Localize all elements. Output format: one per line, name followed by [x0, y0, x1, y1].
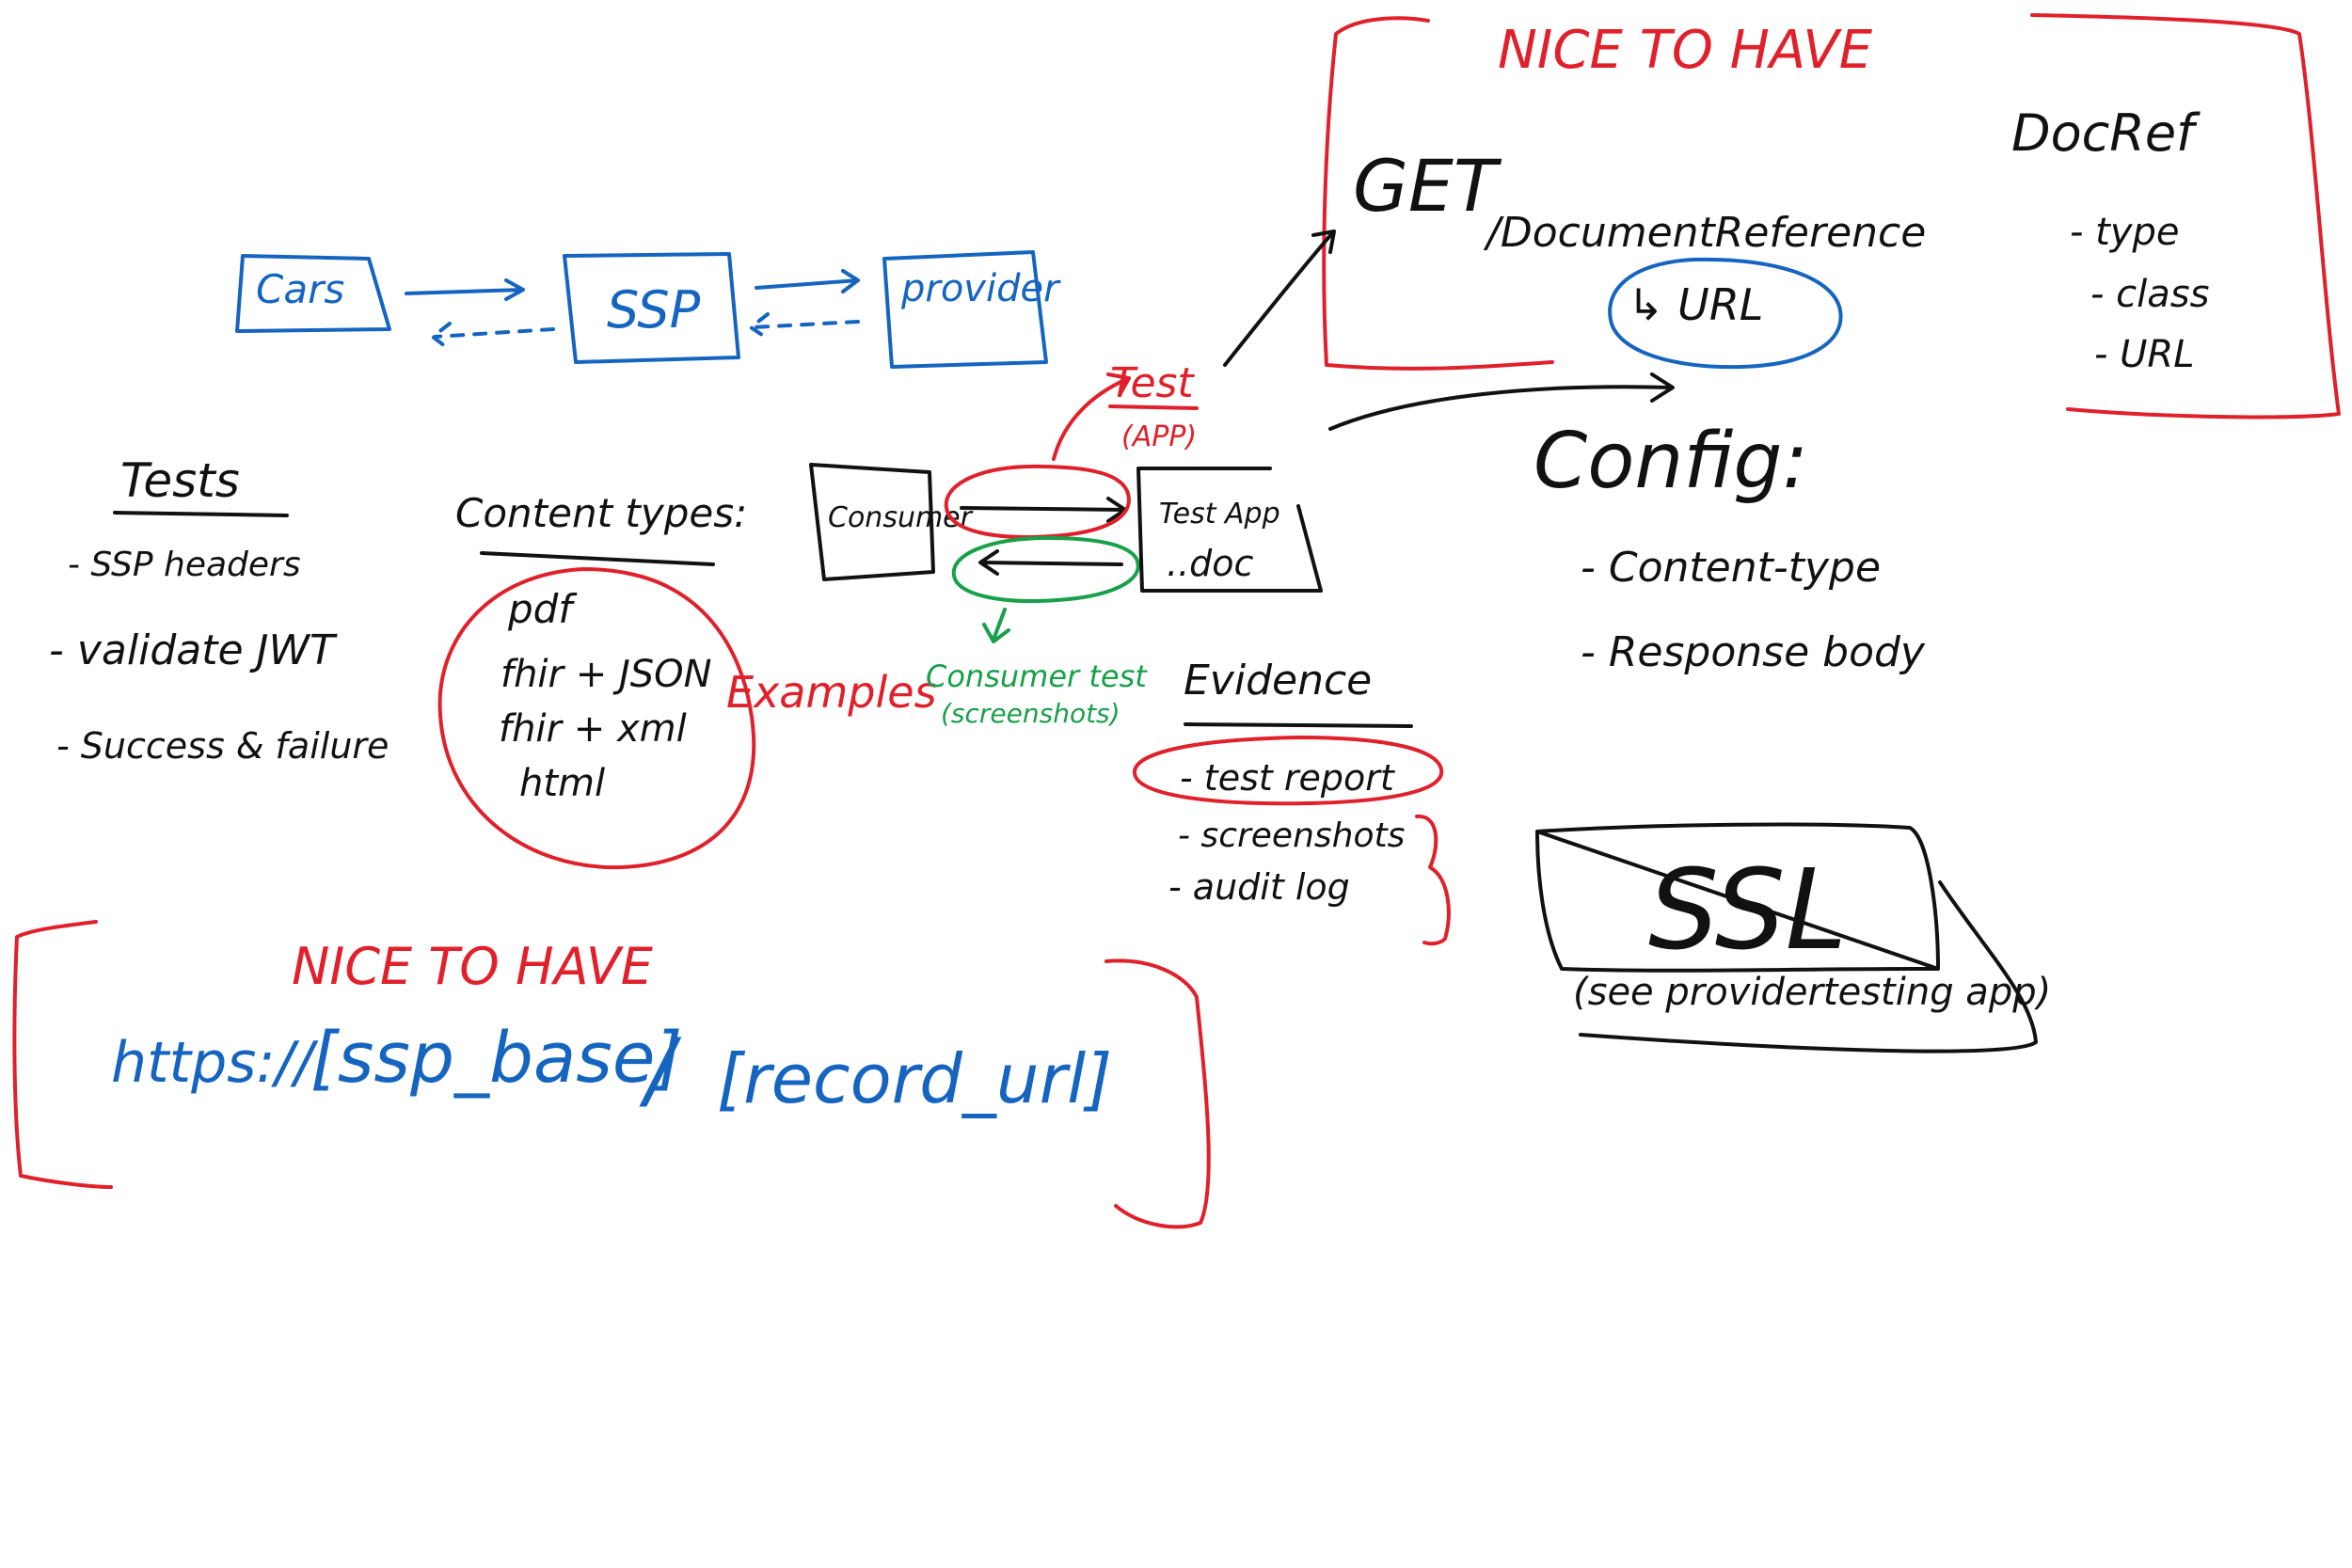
ssp-box — [563, 252, 740, 364]
evidence-section: Evidence - test report - screenshots - a… — [1133, 657, 1451, 946]
docref-heading: DocRef — [2011, 103, 2201, 163]
tests-section: Tests - SSP headers - validate JWT - Suc… — [49, 453, 389, 767]
test-app-to-get-arrow — [1223, 230, 1336, 367]
test-app-to-consumer-arrow — [978, 549, 1123, 576]
provider-box — [882, 250, 1048, 369]
ssl-section: SSL (see providertesting app) — [1535, 822, 2051, 1053]
consumer-test-screenshots: (screenshots) — [941, 698, 1120, 729]
evidence-heading: Evidence — [1184, 657, 1372, 705]
consumer-test-app-diagram: Consumer Test App ..doc Test (APP) Consu… — [809, 359, 1323, 729]
nice-to-have-top-section: NICE TO HAVE GET /DocumentReference ↳ UR… — [1322, 13, 2341, 420]
test-app-box — [1136, 467, 1323, 593]
test-annotation-underline — [1108, 404, 1199, 410]
request-highlight-circle — [944, 464, 1131, 539]
nice-to-have-bottom-title: NICE TO HAVE — [292, 937, 654, 996]
get-path: /DocumentReference — [1483, 209, 1926, 257]
consumer-test-label: Consumer test — [926, 658, 1148, 694]
evidence-item-test-report: - test report — [1180, 757, 1396, 799]
provider-label: provider — [900, 267, 1061, 310]
tests-underline — [113, 511, 289, 517]
content-types-underline — [480, 551, 715, 566]
tests-item-success-failure: - Success & failure — [56, 725, 389, 767]
docref-item-class: - class — [2090, 273, 2209, 316]
provider-to-ssp-arrow — [749, 312, 860, 341]
evidence-item-screenshots: - screenshots — [1178, 816, 1405, 855]
cars-to-ssp-arrow — [405, 278, 525, 301]
config-item-content-type: - Content-type — [1581, 544, 1881, 592]
evidence-item-audit-log: - audit log — [1168, 866, 1350, 908]
content-type-html: html — [519, 762, 605, 805]
tests-heading: Tests — [120, 453, 240, 508]
docref-item-url: - URL — [2094, 333, 2195, 376]
content-type-pdf: pdf — [507, 586, 578, 632]
url-ssp-base: [ssp_base] — [310, 1018, 682, 1099]
consumer-to-test-app-arrow — [960, 497, 1127, 523]
nice-to-have-top-title: NICE TO HAVE — [1498, 20, 1873, 81]
test-report-highlight — [1133, 736, 1444, 806]
get-method: GET — [1353, 144, 1502, 228]
cars-label: Cars — [256, 266, 344, 312]
tests-item-ssp-headers: - SSP headers — [68, 546, 301, 584]
url-scheme: https:// — [111, 1030, 319, 1096]
nice-to-have-bottom-section: NICE TO HAVE https:// [ssp_base] / [reco… — [12, 920, 1211, 1229]
ssp-label: SSP — [607, 280, 701, 340]
test-annotation-title: Test — [1110, 359, 1195, 407]
url-record-url: [record_url] — [717, 1039, 1112, 1118]
test-annotation-arrow — [1052, 372, 1131, 461]
evidence-underline — [1184, 722, 1413, 728]
flow-diagram: Cars SSP provider — [235, 250, 1061, 369]
config-heading: Config: — [1534, 417, 1808, 506]
ssp-to-cars-arrow — [431, 322, 555, 352]
examples-label: Examples — [726, 667, 937, 718]
test-app-to-config-arrow — [1328, 372, 1675, 431]
cars-box — [235, 254, 391, 333]
ssp-to-provider-arrow — [755, 269, 860, 293]
config-item-response-body: - Response body — [1581, 628, 1926, 676]
content-types-section: Content types: pdf fhir + JSON fhir + xm… — [437, 490, 937, 870]
ssl-note: (see providertesting app) — [1573, 971, 2051, 1014]
docref-item-type: - type — [2070, 211, 2180, 254]
response-highlight-circle — [951, 536, 1140, 603]
url-highlight-circle — [1608, 257, 1843, 370]
content-type-fhir-json: fhir + JSON — [501, 653, 712, 696]
test-app-doc-label: ..doc — [1167, 543, 1254, 584]
ssl-title: SSL — [1648, 845, 1847, 974]
content-type-fhir-xml: fhir + xml — [499, 707, 687, 751]
consumer-box — [809, 463, 935, 581]
evidence-bracket — [1415, 814, 1451, 946]
url-label: ↳ URL — [1628, 279, 1763, 330]
nice-to-have-top-bracket — [1322, 13, 2341, 420]
consumer-test-arrow — [982, 608, 1010, 643]
test-annotation-subtitle: (APP) — [1121, 420, 1197, 453]
tests-item-validate-jwt: - validate JWT — [49, 626, 338, 674]
ssl-box — [1535, 822, 2038, 1053]
config-section: Config: - Content-type - Response body — [1534, 417, 1926, 676]
test-app-label: Test App — [1159, 498, 1280, 531]
content-types-heading: Content types: — [455, 490, 747, 536]
content-types-circle — [437, 567, 756, 870]
nice-to-have-bottom-bracket — [12, 920, 1211, 1229]
